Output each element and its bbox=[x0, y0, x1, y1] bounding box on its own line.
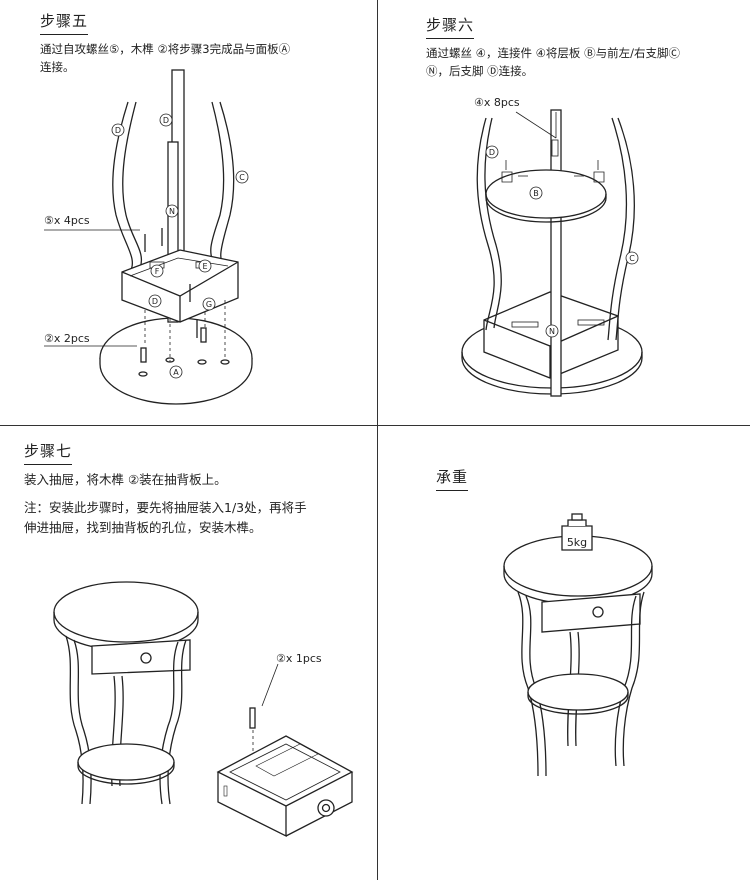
svg-text:D: D bbox=[489, 148, 495, 157]
step5-label-g: G bbox=[202, 297, 216, 311]
step5-label-a: A bbox=[169, 365, 183, 379]
step7-title: 步骤七 bbox=[24, 440, 73, 465]
step7-dowel-callout: ②x 1pcs bbox=[276, 652, 322, 665]
svg-text:N: N bbox=[169, 207, 175, 216]
svg-text:B: B bbox=[533, 189, 539, 198]
load-title: 承重 bbox=[436, 466, 469, 491]
svg-text:D: D bbox=[115, 126, 121, 135]
step5-label-e: E bbox=[198, 259, 212, 273]
step5-dowel-callout: ②x 2pcs bbox=[44, 332, 90, 345]
svg-text:N: N bbox=[549, 327, 555, 336]
step5-screw-callout: ⑤x 4pcs bbox=[44, 214, 90, 227]
load-panel: 承重 5kg bbox=[378, 426, 750, 880]
vertical-divider bbox=[377, 0, 378, 880]
svg-text:F: F bbox=[155, 267, 160, 276]
svg-text:D: D bbox=[163, 116, 169, 125]
horizontal-divider bbox=[0, 425, 750, 426]
svg-text:A: A bbox=[173, 368, 179, 377]
step5-panel: 步骤五 通过自攻螺丝⑤，木榫 ②将步骤3完成品与面板Ⓐ 连接。 bbox=[0, 0, 377, 425]
step6-panel: 步骤六 通过螺丝 ④，连接件 ④将层板 Ⓑ与前左/右支脚Ⓒ Ⓝ，后支脚 Ⓓ连接。 bbox=[378, 0, 750, 425]
step5-label-n: N bbox=[165, 204, 179, 218]
step6-label-c: C bbox=[625, 251, 639, 265]
step5-title: 步骤五 bbox=[40, 10, 89, 35]
step5-label-d2: D bbox=[159, 113, 173, 127]
load-diagram: 5kg bbox=[503, 513, 653, 777]
step6-label-n: N bbox=[545, 324, 559, 338]
step5-label-f: F bbox=[150, 264, 164, 278]
svg-text:C: C bbox=[629, 254, 635, 263]
step5-diagram: D D C N E F D G A ⑤x 4pcs ②x 2pcs bbox=[44, 69, 253, 405]
step6-label-d: D bbox=[485, 145, 499, 159]
svg-text:D: D bbox=[152, 297, 158, 306]
step6-diagram: ④x 8pcs D B C N bbox=[461, 96, 643, 397]
step5-instruction: 通过自攻螺丝⑤，木榫 ②将步骤3完成品与面板Ⓐ 连接。 bbox=[40, 42, 291, 74]
step5-label-c: C bbox=[235, 170, 249, 184]
step5-label-d3: D bbox=[148, 294, 162, 308]
svg-text:G: G bbox=[206, 300, 212, 309]
step7-panel: 步骤七 装入抽屉，将木榫 ②装在抽背板上。 注：安装此步骤时，要先将抽屉装入1/… bbox=[0, 426, 377, 880]
step6-screw-callout: ④x 8pcs bbox=[474, 96, 520, 109]
step6-instruction: 通过螺丝 ④，连接件 ④将层板 Ⓑ与前左/右支脚Ⓒ Ⓝ，后支脚 Ⓓ连接。 bbox=[426, 46, 680, 78]
step6-label-b: B bbox=[529, 186, 543, 200]
step6-title: 步骤六 bbox=[426, 14, 475, 39]
step7-note: 注：安装此步骤时，要先将抽屉装入1/3处，再将手 伸进抽屉，找到抽背板的孔位，安… bbox=[24, 500, 307, 535]
svg-text:E: E bbox=[202, 262, 207, 271]
svg-text:C: C bbox=[239, 173, 245, 182]
step7-diagram: ②x 1pcs bbox=[53, 581, 354, 838]
step7-instruction: 装入抽屉，将木榫 ②装在抽背板上。 bbox=[24, 472, 227, 487]
load-weight-label: 5kg bbox=[567, 536, 587, 549]
step5-label-d1: D bbox=[111, 123, 125, 137]
